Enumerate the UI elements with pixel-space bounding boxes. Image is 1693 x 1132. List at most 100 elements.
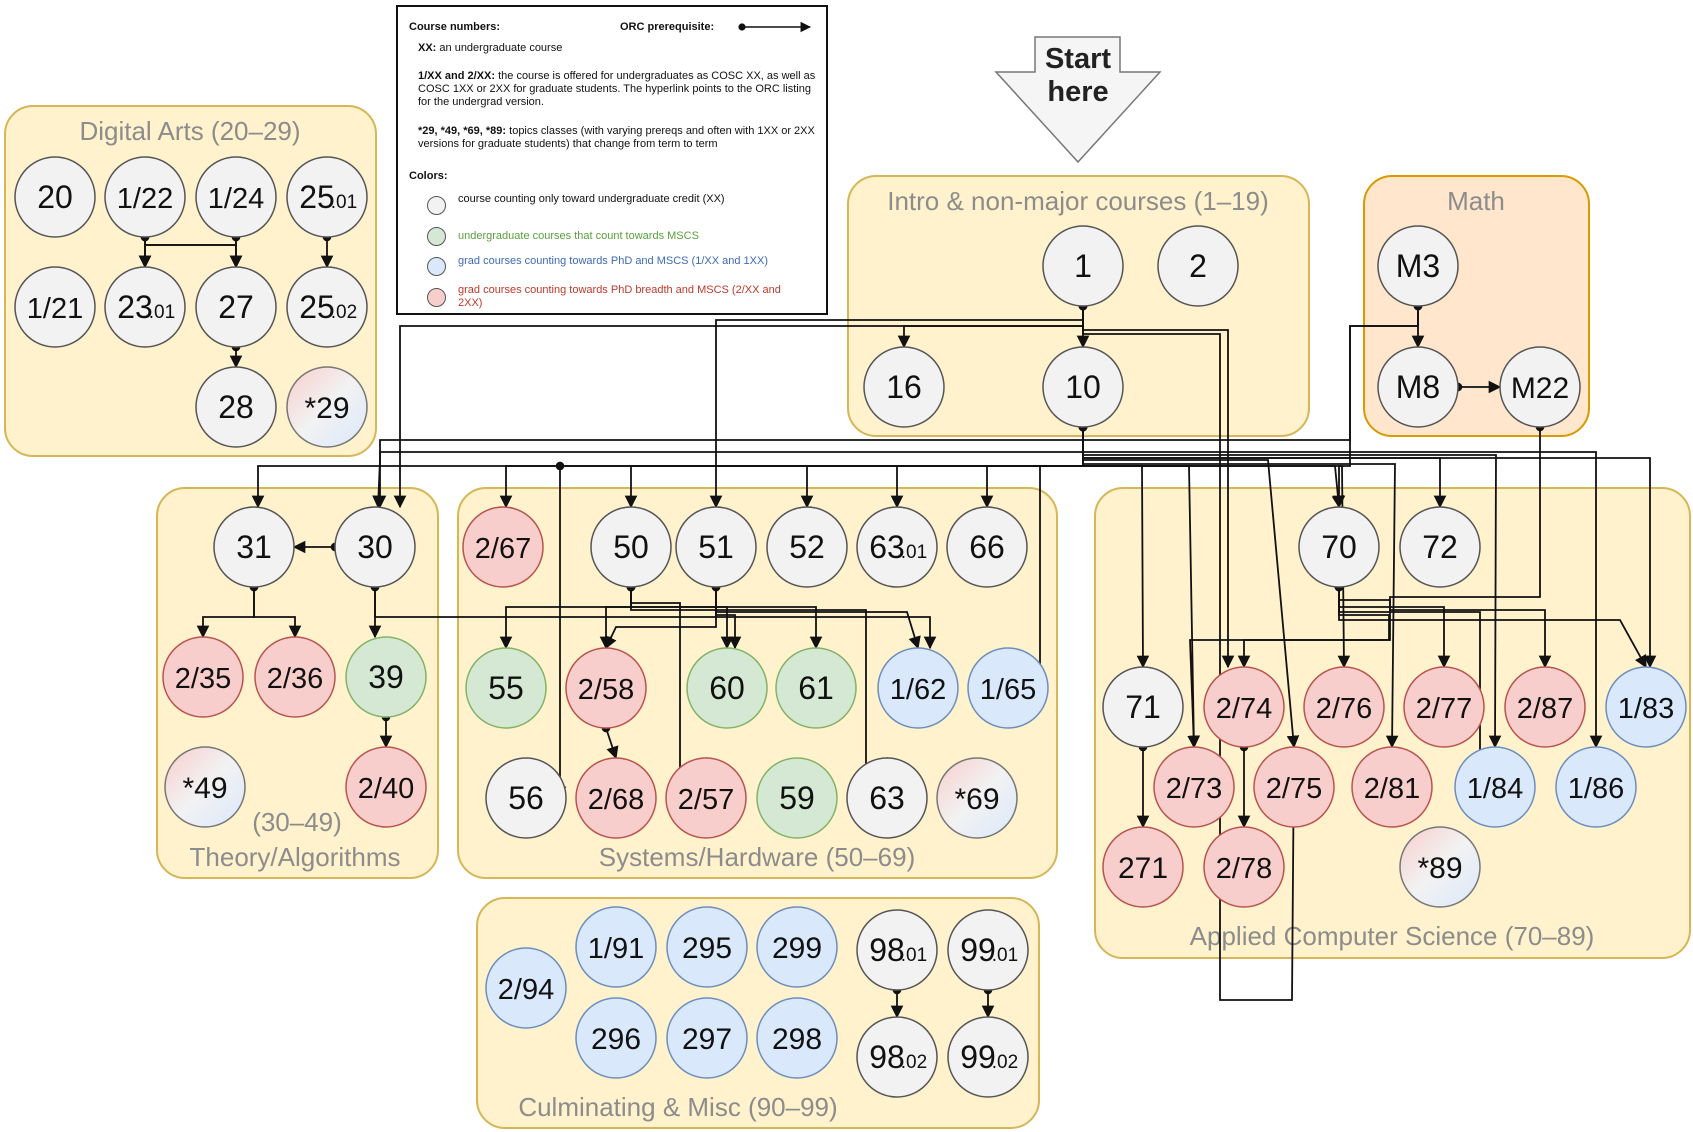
legend-dot-blue (427, 257, 446, 276)
course-node-2_68[interactable]: 2/68 (575, 757, 657, 839)
course-node-99_02[interactable]: 99.02 (947, 1016, 1029, 1098)
course-node-2_78[interactable]: 2/78 (1203, 826, 1285, 908)
course-node-66[interactable]: 66 (946, 506, 1028, 588)
course-node-98_02[interactable]: 98.02 (856, 1016, 938, 1098)
course-node-1_24[interactable]: 1/24 (195, 156, 277, 238)
course-label: 56 (508, 780, 544, 816)
course-node-27[interactable]: 27 (195, 266, 277, 348)
course-node-25_01[interactable]: 25.01 (286, 156, 368, 238)
course-label: 1/62 (890, 674, 946, 706)
course-label: 1/86 (1568, 773, 1624, 805)
course-node-2_73[interactable]: 2/73 (1153, 746, 1235, 828)
course-node-2_87[interactable]: 2/87 (1504, 666, 1586, 748)
course-node-1[interactable]: 1 (1042, 225, 1124, 307)
course-node-25_02[interactable]: 25.02 (286, 266, 368, 348)
legend-color-text-2: grad courses counting towards PhD and MS… (458, 255, 768, 267)
course-node-71[interactable]: 71 (1102, 666, 1184, 748)
course-node-1_91[interactable]: 1/91 (575, 906, 657, 988)
course-label: 98 (869, 1039, 905, 1075)
course-label: *29 (304, 392, 349, 425)
course-node-16[interactable]: 16 (863, 346, 945, 428)
course-node-2_77[interactable]: 2/77 (1403, 666, 1485, 748)
course-node-30[interactable]: 30 (334, 506, 416, 588)
course-node-29[interactable]: *29 (286, 366, 368, 448)
course-node-295[interactable]: 295 (666, 906, 748, 988)
course-node-10[interactable]: 10 (1042, 346, 1124, 428)
course-node-2[interactable]: 2 (1157, 225, 1239, 307)
course-node-297[interactable]: 297 (666, 997, 748, 1079)
course-node-2_58[interactable]: 2/58 (565, 647, 647, 729)
course-node-2_57[interactable]: 2/57 (665, 757, 747, 839)
course-node-2_35[interactable]: 2/35 (162, 636, 244, 718)
course-node-2_76[interactable]: 2/76 (1303, 666, 1385, 748)
course-node-M8[interactable]: M8 (1377, 346, 1459, 428)
course-node-299[interactable]: 299 (756, 906, 838, 988)
course-section: .02 (992, 1052, 1018, 1073)
course-section: .02 (901, 1052, 927, 1073)
course-node-M22[interactable]: M22 (1499, 346, 1581, 428)
course-node-39[interactable]: 39 (345, 636, 427, 718)
legend-color-text-1: undergraduate courses that count towards… (458, 230, 699, 242)
course-node-60[interactable]: 60 (686, 647, 768, 729)
course-node-1_21[interactable]: 1/21 (14, 266, 96, 348)
course-node-271[interactable]: 271 (1102, 826, 1184, 908)
course-label: *49 (182, 772, 227, 805)
course-label: 299 (772, 932, 822, 965)
course-node-2_40[interactable]: 2/40 (345, 746, 427, 828)
course-node-298[interactable]: 298 (756, 997, 838, 1079)
course-node-52[interactable]: 52 (766, 506, 848, 588)
course-node-70[interactable]: 70 (1298, 506, 1380, 588)
course-node-61[interactable]: 61 (775, 647, 857, 729)
course-node-31[interactable]: 31 (213, 506, 295, 588)
legend-dual-term: 1/XX and 2/XX: (418, 70, 496, 82)
course-node-63_01[interactable]: 63.01 (856, 506, 938, 588)
course-node-99_01[interactable]: 99.01 (947, 909, 1029, 991)
course-label: 61 (798, 670, 834, 706)
course-node-2_67[interactable]: 2/67 (462, 506, 544, 588)
course-node-2_74[interactable]: 2/74 (1203, 666, 1285, 748)
course-label: 63 (869, 780, 905, 816)
course-node-49[interactable]: *49 (164, 746, 246, 828)
legend-orc-heading: ORC prerequisite: (620, 21, 715, 33)
course-node-63[interactable]: 63 (846, 757, 928, 839)
course-label: *69 (954, 783, 999, 816)
course-node-28[interactable]: 28 (195, 366, 277, 448)
course-label: *89 (1417, 852, 1462, 885)
course-section: .01 (901, 945, 927, 966)
course-node-55[interactable]: 55 (465, 647, 547, 729)
course-node-1_86[interactable]: 1/86 (1555, 746, 1637, 828)
course-node-2_81[interactable]: 2/81 (1351, 746, 1433, 828)
course-node-20[interactable]: 20 (14, 156, 96, 238)
legend-dot-green (427, 227, 446, 246)
course-node-2_94[interactable]: 2/94 (485, 947, 567, 1029)
course-node-2_36[interactable]: 2/36 (254, 636, 336, 718)
course-node-1_83[interactable]: 1/83 (1605, 666, 1687, 748)
course-label: 295 (682, 932, 732, 965)
course-node-56[interactable]: 56 (485, 757, 567, 839)
course-node-1_62[interactable]: 1/62 (877, 647, 959, 729)
course-node-69[interactable]: *69 (936, 757, 1018, 839)
course-node-51[interactable]: 51 (675, 506, 757, 588)
course-node-1_84[interactable]: 1/84 (1454, 746, 1536, 828)
course-node-23_01[interactable]: 23.01 (104, 266, 186, 348)
course-node-M3[interactable]: M3 (1377, 225, 1459, 307)
course-node-296[interactable]: 296 (575, 997, 657, 1079)
course-node-72[interactable]: 72 (1399, 506, 1481, 588)
course-label: 59 (779, 780, 815, 816)
course-node-1_22[interactable]: 1/22 (104, 156, 186, 238)
course-node-50[interactable]: 50 (590, 506, 672, 588)
course-node-59[interactable]: 59 (756, 757, 838, 839)
course-node-98_01[interactable]: 98.01 (856, 909, 938, 991)
course-node-89[interactable]: *89 (1399, 826, 1481, 908)
course-label: 2/36 (267, 663, 323, 695)
course-label: 2/81 (1364, 773, 1420, 805)
legend-topics-term: *29, *49, *69, *89: (418, 125, 507, 137)
course-node-1_65[interactable]: 1/65 (967, 647, 1049, 729)
course-label: 2/58 (578, 674, 634, 706)
course-label: 10 (1065, 369, 1101, 405)
course-node-2_75[interactable]: 2/75 (1253, 746, 1335, 828)
legend-dot-gray (427, 196, 446, 215)
group-title-math: Math (1447, 186, 1505, 216)
prereq-edge (711, 582, 921, 650)
course-label: 1/84 (1467, 773, 1523, 805)
